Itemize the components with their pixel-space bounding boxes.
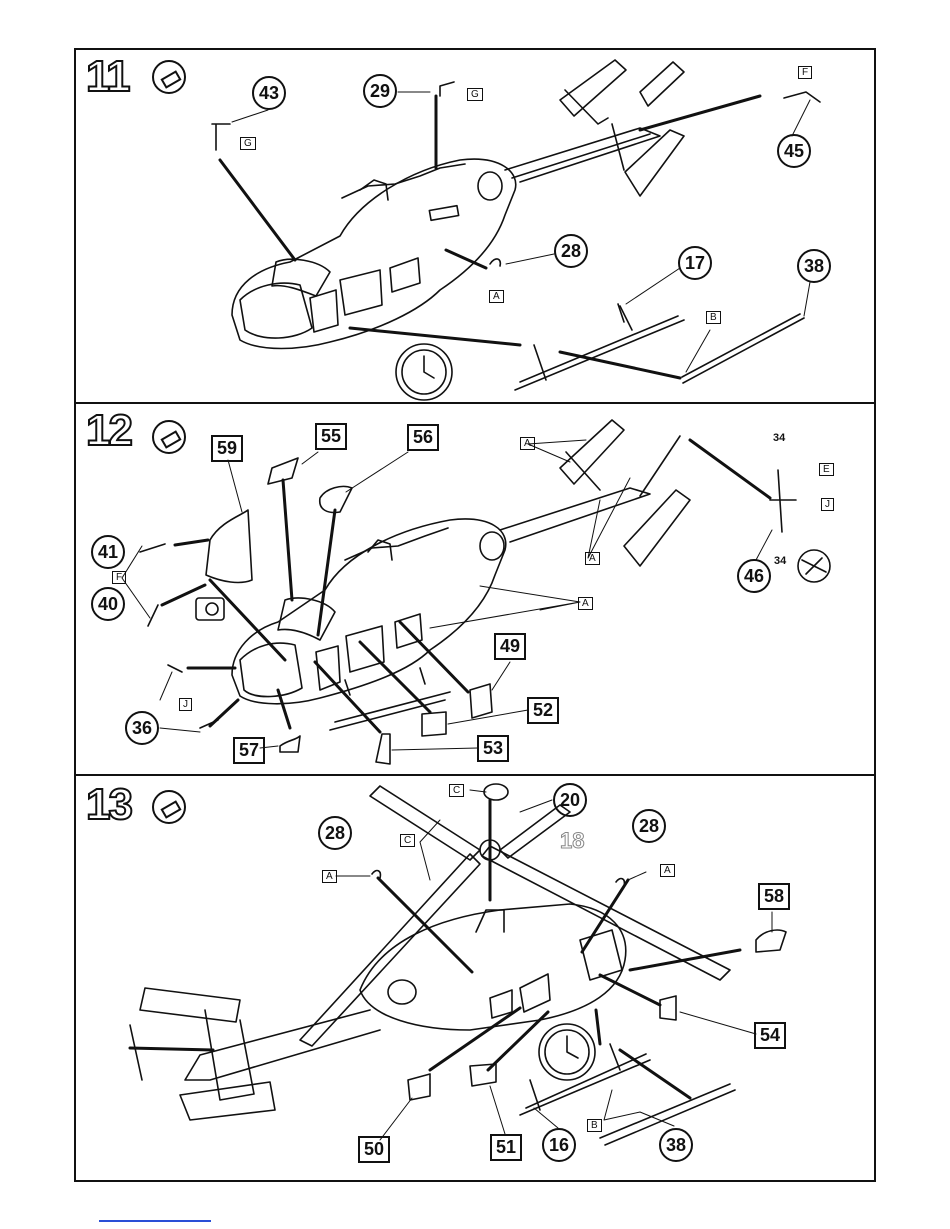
leader-lines-step12: [122, 440, 772, 750]
skid-step11: [515, 306, 804, 390]
arrows-step13: [130, 800, 740, 1098]
helicopter-fuselage-step11: [232, 60, 684, 349]
arrows-step12: [162, 440, 770, 732]
clock-icon: [396, 344, 452, 400]
skid-step13: [520, 1044, 735, 1145]
arrows-step11: [220, 96, 760, 378]
oil-can-icon: [196, 598, 224, 620]
small-parts-step11: [212, 82, 820, 322]
main-rotor-step13: [300, 786, 730, 1046]
rotor-icon: [798, 550, 830, 582]
parts-step13: [372, 784, 786, 1100]
helicopter-fuselage-step13: [130, 904, 626, 1120]
footer-link-underline: [99, 1220, 211, 1222]
leader-lines-step13: [336, 790, 772, 1140]
helicopter-fuselage-step12: [232, 420, 690, 704]
clock-icon: [539, 1024, 595, 1080]
